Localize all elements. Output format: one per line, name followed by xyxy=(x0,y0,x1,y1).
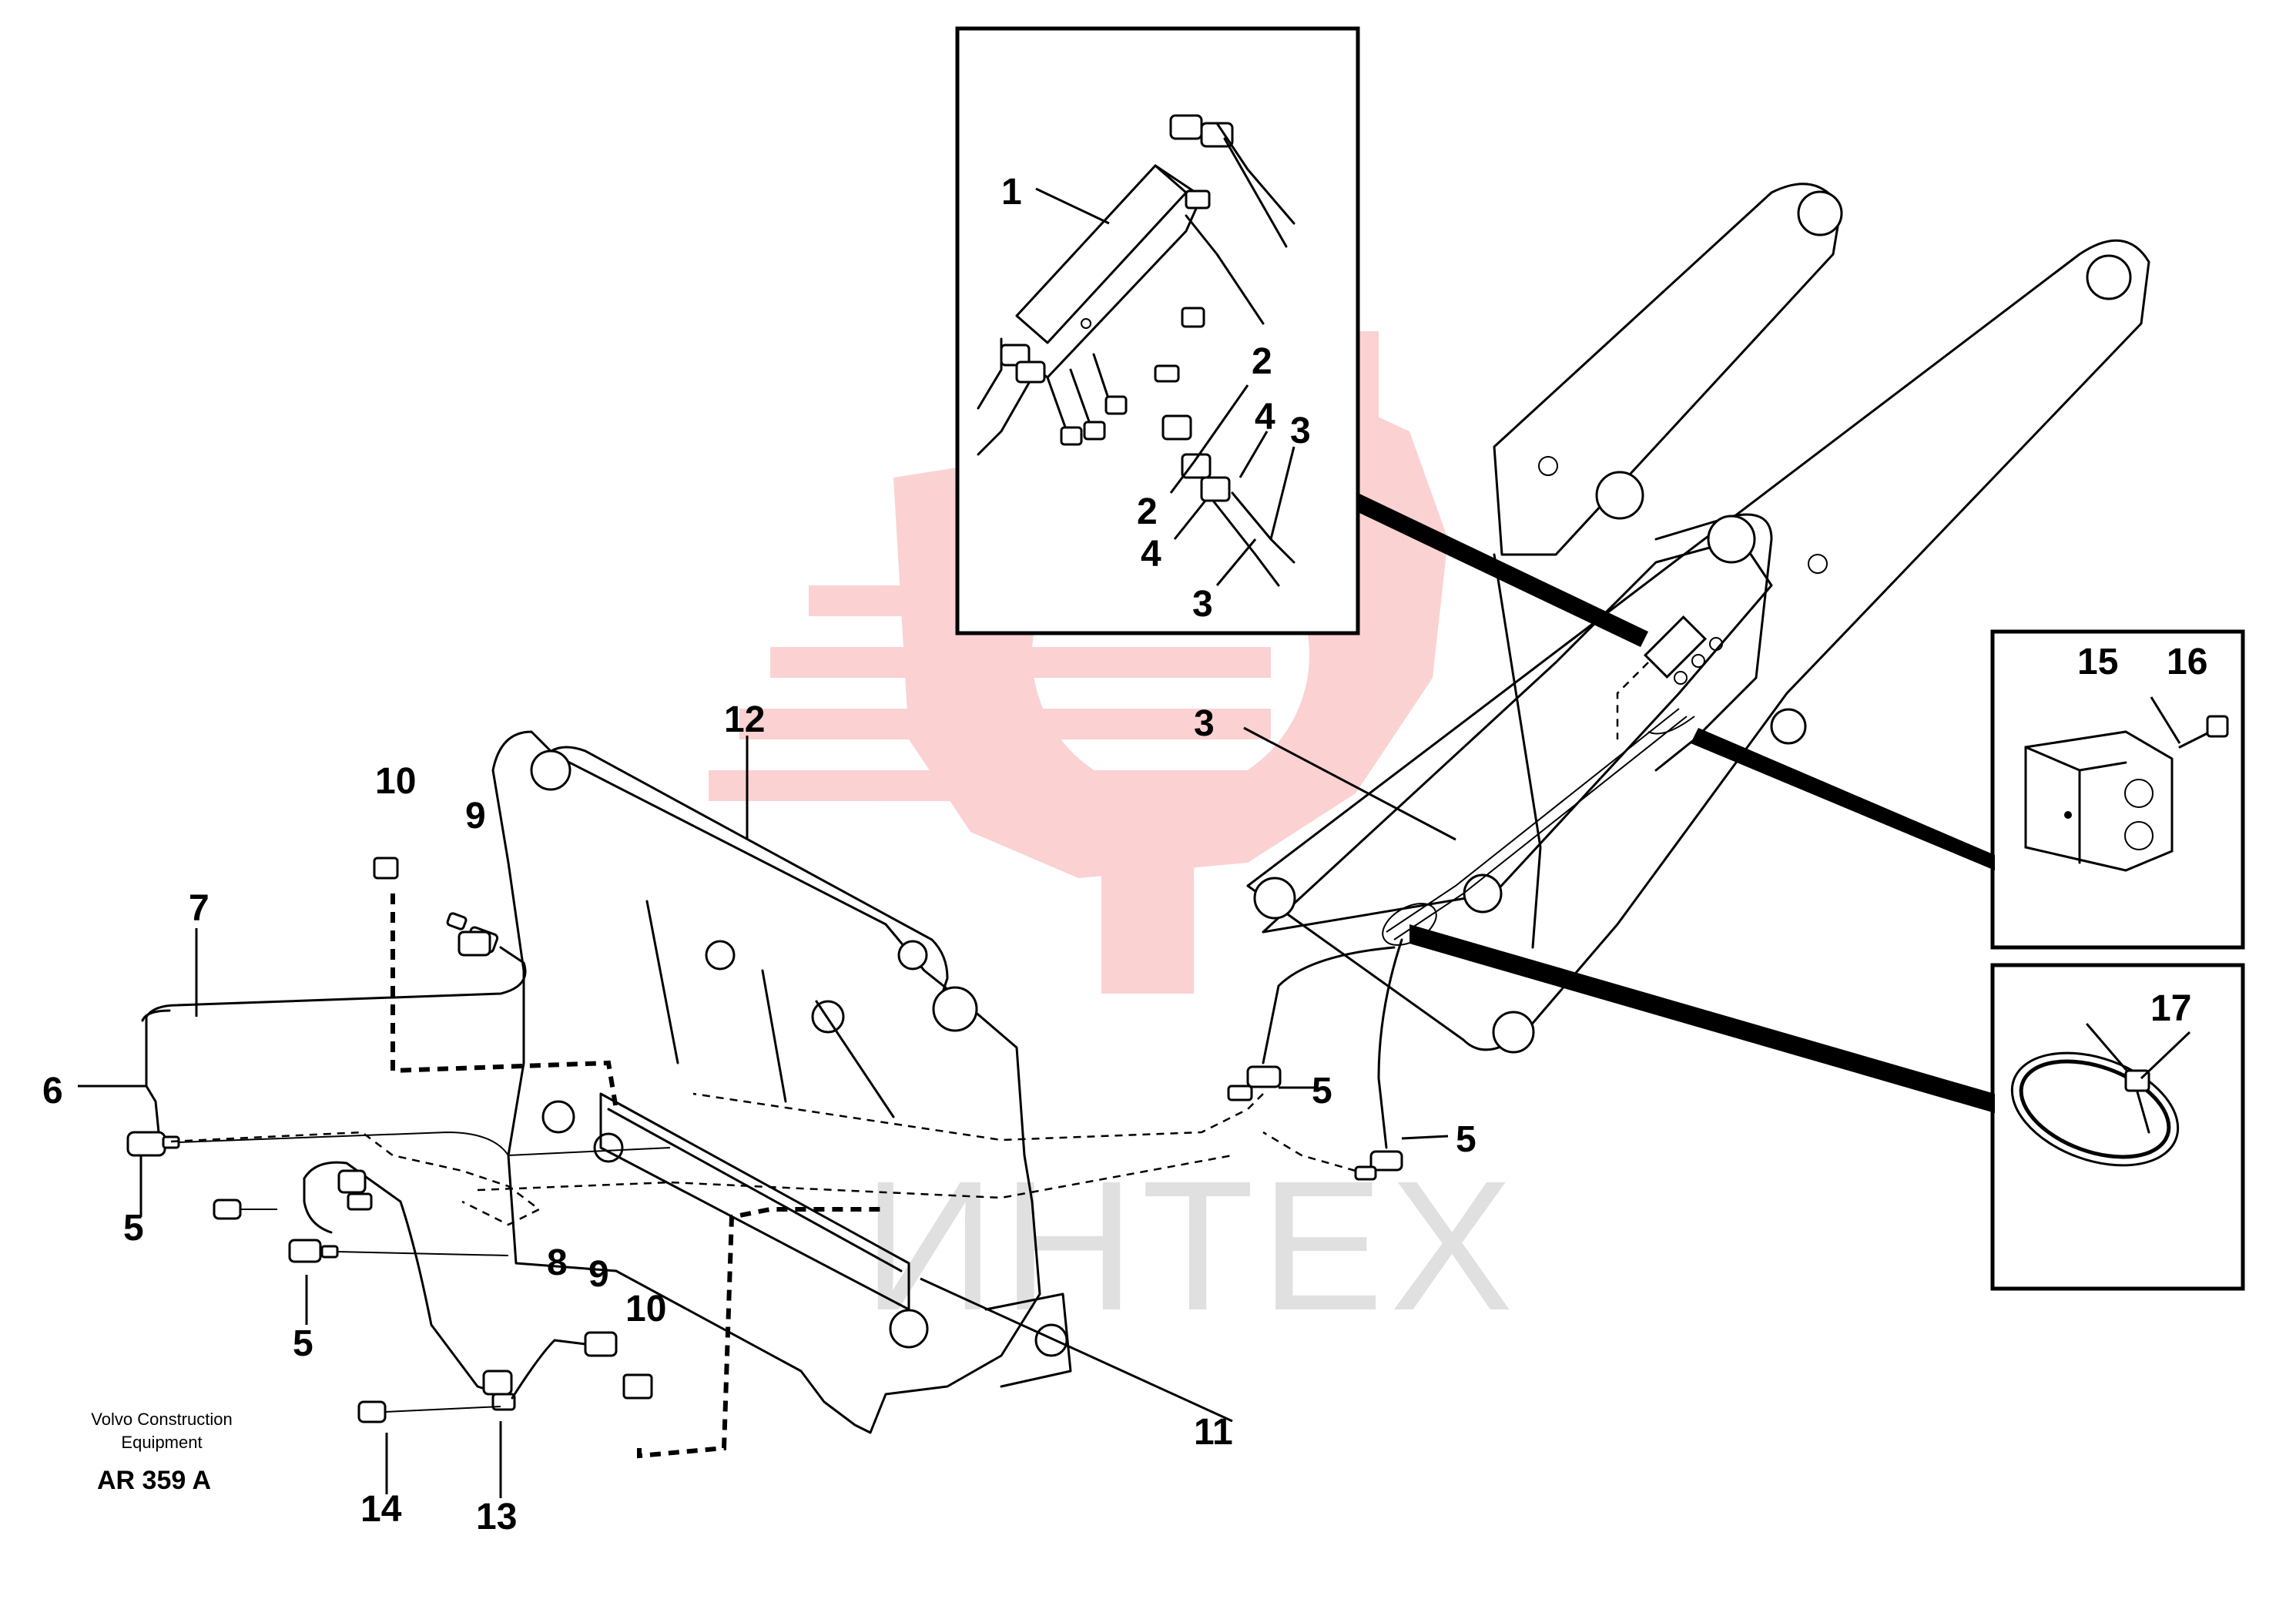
right-hoses xyxy=(1227,903,1437,1181)
label-5-right-lower: 5 xyxy=(1456,1119,1476,1160)
inset-valve-labels: 1 2 2 4 4 3 3 xyxy=(1001,172,1311,625)
inset-tie xyxy=(1409,924,2245,1291)
label-5-left: 5 xyxy=(123,1208,144,1249)
label-10-top: 10 xyxy=(375,761,416,802)
label-3-bottom: 3 xyxy=(1192,584,1213,625)
label-9-bottom: 9 xyxy=(588,1254,609,1295)
loader-arms xyxy=(1246,183,2150,1054)
inset-tie-labels: 17 xyxy=(2150,988,2191,1029)
label-2-top: 2 xyxy=(1252,341,1272,382)
main-labels: 12 3 10 9 7 6 5 5 5 5 8 9 10 11 13 14 xyxy=(42,699,1476,1537)
label-3-top: 3 xyxy=(1290,411,1311,451)
footer-code: AR 359 A xyxy=(97,1466,211,1495)
label-4-top: 4 xyxy=(1255,397,1275,438)
footer: Volvo Construction Equipment AR 359 A xyxy=(91,1410,232,1495)
label-7: 7 xyxy=(189,888,209,929)
label-9-top: 9 xyxy=(465,796,486,836)
label-5-right-upper: 5 xyxy=(1312,1071,1332,1111)
label-14: 14 xyxy=(360,1489,402,1530)
label-2-bottom: 2 xyxy=(1137,491,1158,532)
inset-block xyxy=(1691,629,2245,950)
label-16: 16 xyxy=(2167,642,2207,682)
footer-line1: Volvo Construction xyxy=(91,1410,232,1429)
inset-block-labels: 15 16 xyxy=(2077,642,2207,682)
inset-valve xyxy=(955,26,1648,647)
label-15: 15 xyxy=(2077,642,2118,682)
label-1: 1 xyxy=(1001,172,1022,213)
label-11: 11 xyxy=(1194,1412,1233,1453)
leader-lines xyxy=(78,187,2191,1498)
label-10-bottom: 10 xyxy=(625,1289,666,1329)
label-13: 13 xyxy=(476,1497,517,1537)
label-6: 6 xyxy=(42,1071,63,1111)
left-hydraulic-lines xyxy=(126,857,671,1423)
label-4-bottom: 4 xyxy=(1141,534,1161,575)
label-17: 17 xyxy=(2150,988,2191,1029)
label-12: 12 xyxy=(724,699,765,740)
label-8: 8 xyxy=(547,1242,568,1283)
footer-line2: Equipment xyxy=(121,1433,202,1452)
watermark-text: ИНТЕХ xyxy=(863,1142,1520,1349)
label-3: 3 xyxy=(1194,703,1215,744)
label-5-lower-left: 5 xyxy=(293,1323,313,1364)
dashed-paths xyxy=(170,893,1356,1459)
